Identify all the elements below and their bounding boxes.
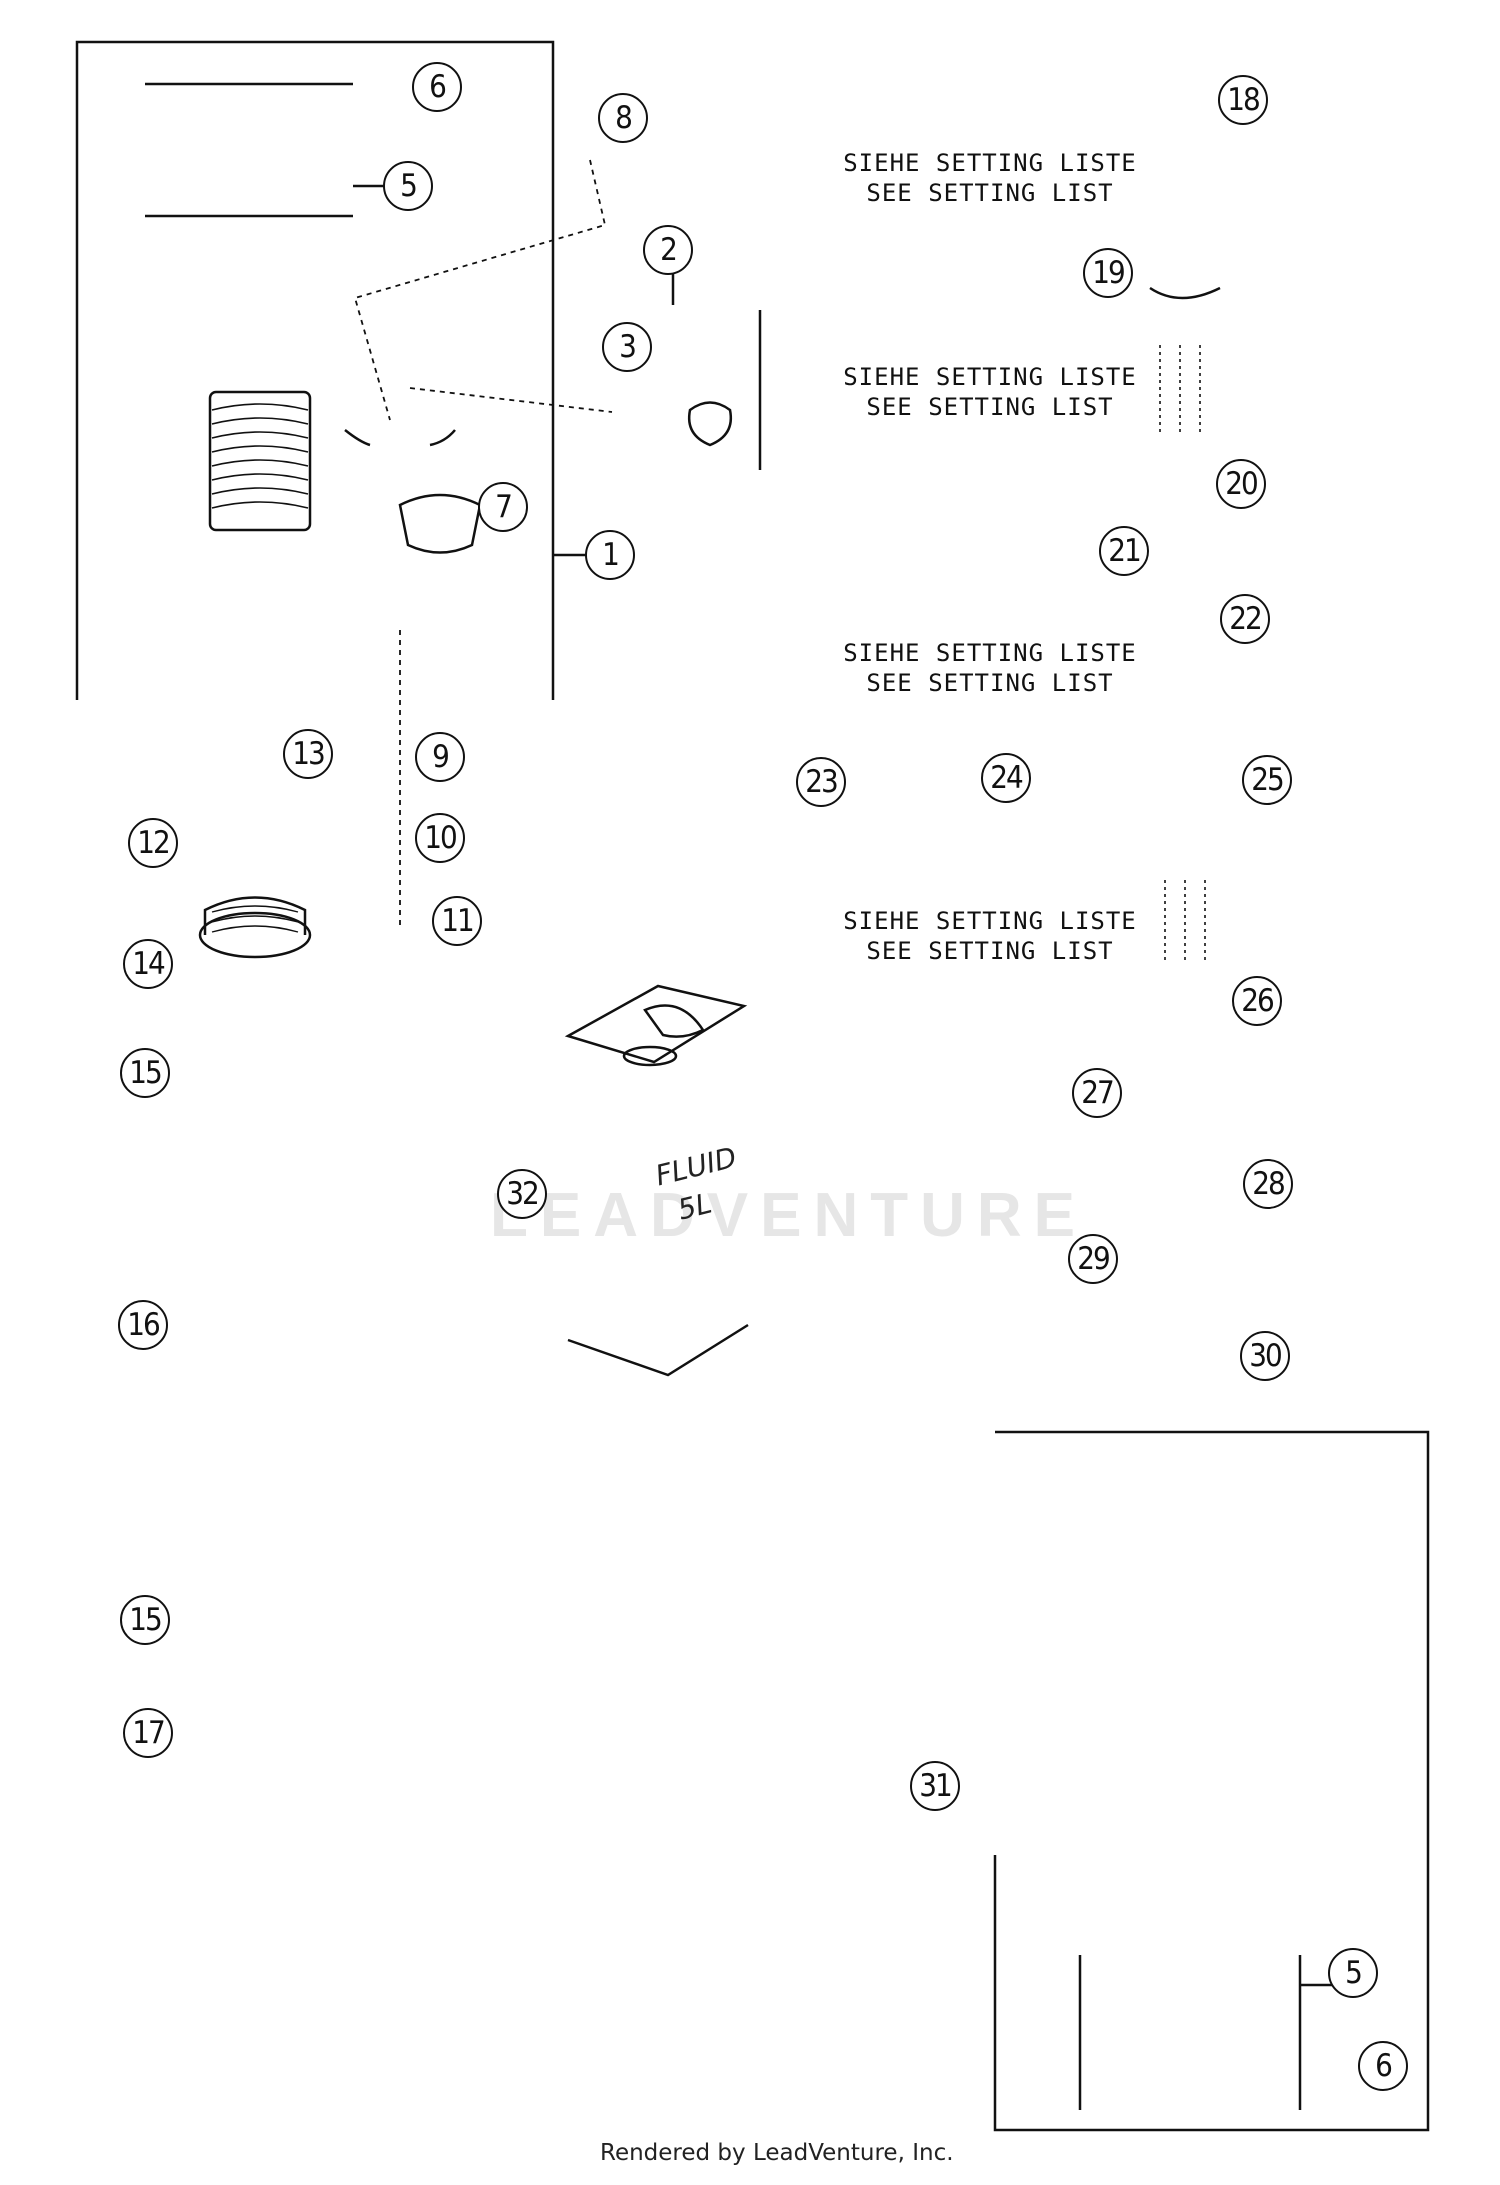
callout-6[interactable]: 6 (412, 62, 462, 112)
callout-31[interactable]: 31 (910, 1761, 960, 1811)
frame-top-left (75, 40, 555, 700)
frame-bottom-right (993, 1430, 1430, 2132)
callout-19[interactable]: 19 (1083, 248, 1133, 298)
setting-note-line1: SIEHE SETTING LISTE (843, 363, 1137, 391)
setting-note-line2: SEE SETTING LIST (866, 393, 1114, 421)
watermark: LEADVENTURE (490, 1181, 1088, 1250)
callout-17[interactable]: 17 (123, 1708, 173, 1758)
callout-18[interactable]: 18 (1218, 75, 1268, 125)
callout-14[interactable]: 14 (123, 939, 173, 989)
render-credit: Rendered by LeadVenture, Inc. (600, 2140, 954, 2166)
callout-13[interactable]: 13 (283, 729, 333, 779)
callout-6b[interactable]: 6 (1358, 2041, 1408, 2091)
setting-note-2: SIEHE SETTING LISTE SEE SETTING LIST (800, 362, 1180, 422)
setting-note-line1: SIEHE SETTING LISTE (843, 149, 1137, 177)
setting-note-line1: SIEHE SETTING LISTE (843, 907, 1137, 935)
callout-25[interactable]: 25 (1242, 755, 1292, 805)
callout-26[interactable]: 26 (1232, 976, 1282, 1026)
callout-15[interactable]: 15 (120, 1048, 170, 1098)
callout-5b[interactable]: 5 (1328, 1948, 1378, 1998)
setting-note-1: SIEHE SETTING LISTE SEE SETTING LIST (800, 148, 1180, 208)
callout-5[interactable]: 5 (383, 161, 433, 211)
setting-note-line2: SEE SETTING LIST (866, 179, 1114, 207)
callout-29[interactable]: 29 (1068, 1234, 1118, 1284)
callout-24[interactable]: 24 (981, 753, 1031, 803)
callout-9[interactable]: 9 (415, 732, 465, 782)
setting-note-line2: SEE SETTING LIST (866, 937, 1114, 965)
callout-32[interactable]: 32 (497, 1169, 547, 1219)
cartridge-cap (398, 493, 482, 554)
setting-note-line1: SIEHE SETTING LISTE (843, 639, 1137, 667)
callout-27[interactable]: 27 (1072, 1068, 1122, 1118)
fork-nut (198, 911, 312, 959)
fluid-container-base (567, 1323, 749, 1377)
callout-1[interactable]: 1 (585, 530, 635, 580)
seal-19 (1149, 286, 1221, 300)
callout-23[interactable]: 23 (796, 757, 846, 807)
assembly-path-8 (353, 159, 607, 421)
callout-15b[interactable]: 15 (120, 1595, 170, 1645)
callout-20[interactable]: 20 (1216, 459, 1266, 509)
callout-12[interactable]: 12 (128, 818, 178, 868)
callout-22[interactable]: 22 (1220, 594, 1270, 644)
setting-note-line2: SEE SETTING LIST (866, 669, 1114, 697)
callout-16[interactable]: 16 (118, 1300, 168, 1350)
setting-note-4: SIEHE SETTING LISTE SEE SETTING LIST (800, 906, 1180, 966)
callout-28[interactable]: 28 (1243, 1159, 1293, 1209)
callout-2[interactable]: 2 (643, 225, 693, 275)
callout-21[interactable]: 21 (1099, 526, 1149, 576)
setting-note-3: SIEHE SETTING LISTE SEE SETTING LIST (800, 638, 1180, 698)
callout-10[interactable]: 10 (415, 813, 465, 863)
callout-8[interactable]: 8 (598, 93, 648, 143)
callout-30[interactable]: 30 (1240, 1331, 1290, 1381)
callout-11[interactable]: 11 (432, 896, 482, 946)
callout-7[interactable]: 7 (478, 482, 528, 532)
fork-spring (208, 390, 312, 532)
callout-3[interactable]: 3 (602, 322, 652, 372)
assembly-path-3 (409, 387, 613, 413)
